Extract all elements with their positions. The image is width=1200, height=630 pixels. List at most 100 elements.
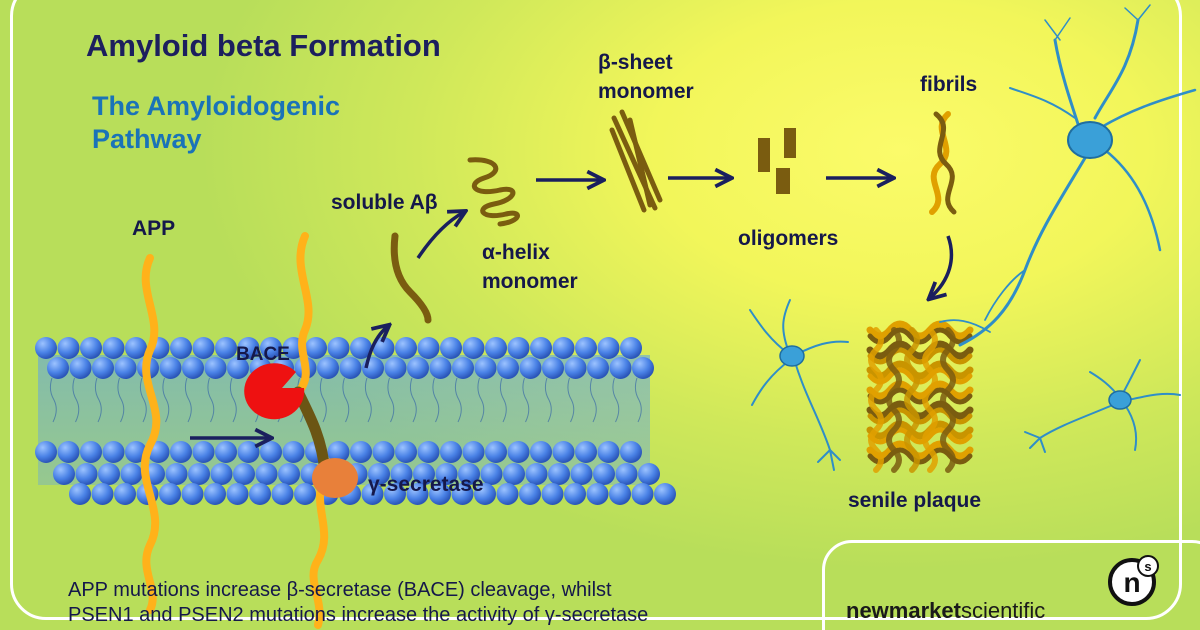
lipid-head-bottom (75, 463, 98, 485)
lipid-head-bottom (327, 441, 350, 463)
label-alpha-helix-line-1: α-helix (482, 241, 550, 264)
lipid-head-bottom (440, 441, 462, 463)
neuron-left (749, 299, 849, 471)
app-protein-cleaved-lower (309, 471, 329, 629)
lipid-head-bottom (260, 441, 282, 463)
app-protein-cleaved-upper (296, 232, 313, 394)
plaque-strand (868, 327, 884, 473)
logo-panel (822, 540, 1200, 630)
lipid-head-top (327, 337, 350, 359)
logo-letter: n (1123, 567, 1140, 598)
lipid-tail (364, 377, 372, 423)
lipid-tail (567, 377, 575, 423)
lipid-tail (409, 377, 417, 423)
diagram-subtitle: The Amyloidogenic Pathway (92, 90, 422, 156)
lipid-head-top (440, 337, 462, 359)
lipid-head-top (609, 357, 632, 379)
lipid-head-top (215, 337, 237, 359)
lipid-head-top (384, 357, 407, 379)
lipid-head-bottom (525, 463, 548, 485)
oligomers-shape (758, 128, 796, 194)
lipid-head-top (429, 357, 452, 379)
lipid-head-top (632, 357, 654, 379)
lipid-tail (94, 377, 102, 423)
lipid-head-bottom (361, 483, 384, 505)
lipid-head-top (462, 337, 485, 359)
lipid-head-bottom (181, 483, 204, 505)
plaque-strand (866, 440, 974, 460)
lipid-head-top (305, 337, 327, 359)
lipid-head-top (170, 337, 192, 359)
label-beta-sheet: β-sheet monomer (598, 50, 694, 104)
neuron-large (939, 4, 1197, 347)
lipid-head-bottom (548, 463, 570, 485)
lipid-head-bottom (57, 441, 80, 463)
lipid-head-bottom (233, 463, 255, 485)
lipid-head-top (114, 357, 137, 379)
lipid-tail (522, 377, 530, 423)
lipid-head-bottom (395, 441, 417, 463)
lipid-tail (139, 377, 147, 423)
lipid-head-bottom (615, 463, 638, 485)
senile-plaque-cluster (866, 320, 974, 473)
lipid-head-bottom (451, 483, 474, 505)
lipid-tail (612, 377, 620, 423)
plaque-strand (866, 320, 974, 340)
brand-logo-icon: n s (1108, 555, 1159, 606)
lipid-head-bottom (406, 483, 429, 505)
lipid-tail (342, 377, 350, 423)
lipid-head-bottom (597, 441, 620, 463)
lipid-head-bottom (114, 483, 136, 505)
lipid-head-top (260, 337, 282, 359)
lipid-head-top (339, 357, 362, 379)
lipid-bilayer-membrane (35, 337, 676, 505)
lipid-tail (589, 377, 597, 423)
caption: APP mutations increase β-secretase (BACE… (68, 578, 648, 628)
lipid-tail (229, 377, 237, 423)
lipid-head-top (350, 337, 372, 359)
lipid-head-top (620, 337, 642, 359)
lipid-head-bottom (519, 483, 541, 505)
lipid-tail (544, 377, 552, 423)
lipid-head-top (362, 357, 384, 379)
lipid-head-bottom (125, 441, 147, 463)
lipid-head-bottom (654, 483, 676, 505)
plaque-strand (886, 327, 902, 473)
lipid-head-bottom (384, 483, 406, 505)
brand-bold: newmarket (846, 598, 961, 623)
lipid-head-top (317, 357, 339, 379)
label-senile-plaque: senile plaque (848, 489, 982, 512)
lipid-tail (72, 377, 80, 423)
subtitle-line-2: Pathway (92, 123, 202, 154)
label-alpha-helix-line-2: monomer (482, 270, 578, 294)
lipid-head-bottom (204, 483, 226, 505)
lipid-head-top (587, 357, 609, 379)
lipid-head-top (57, 337, 80, 359)
lipid-head-top (227, 357, 249, 379)
label-gamma-secretase: γ-secretase (368, 473, 484, 496)
lipid-head-top (497, 357, 519, 379)
lipid-head-bottom (271, 483, 294, 505)
lipid-head-top (35, 337, 57, 359)
lipid-head-bottom (638, 463, 660, 485)
label-beta-sheet-line-1: β-sheet (598, 51, 673, 74)
lipid-head-top (102, 337, 125, 359)
lipid-head-bottom (575, 441, 597, 463)
lipid-tail (162, 377, 170, 423)
lipid-head-top (519, 357, 542, 379)
membrane-top-layer (35, 337, 654, 379)
lipid-head-bottom (255, 463, 278, 485)
bace-enzyme (244, 363, 305, 420)
lipid-head-top (474, 357, 497, 379)
lipid-head-top (125, 337, 147, 359)
lipid-head-top (192, 337, 215, 359)
lipid-head-bottom (631, 483, 654, 505)
lipid-head-bottom (210, 463, 233, 485)
neuron-left-soma (779, 345, 805, 367)
lipid-head-bottom (586, 483, 609, 505)
diagram-title: Amyloid beta Formation (86, 28, 441, 63)
lipid-head-bottom (496, 483, 519, 505)
brand-wordmark: newmarketscientific (846, 598, 1045, 624)
label-beta-sheet-line-2: monomer (598, 80, 694, 104)
